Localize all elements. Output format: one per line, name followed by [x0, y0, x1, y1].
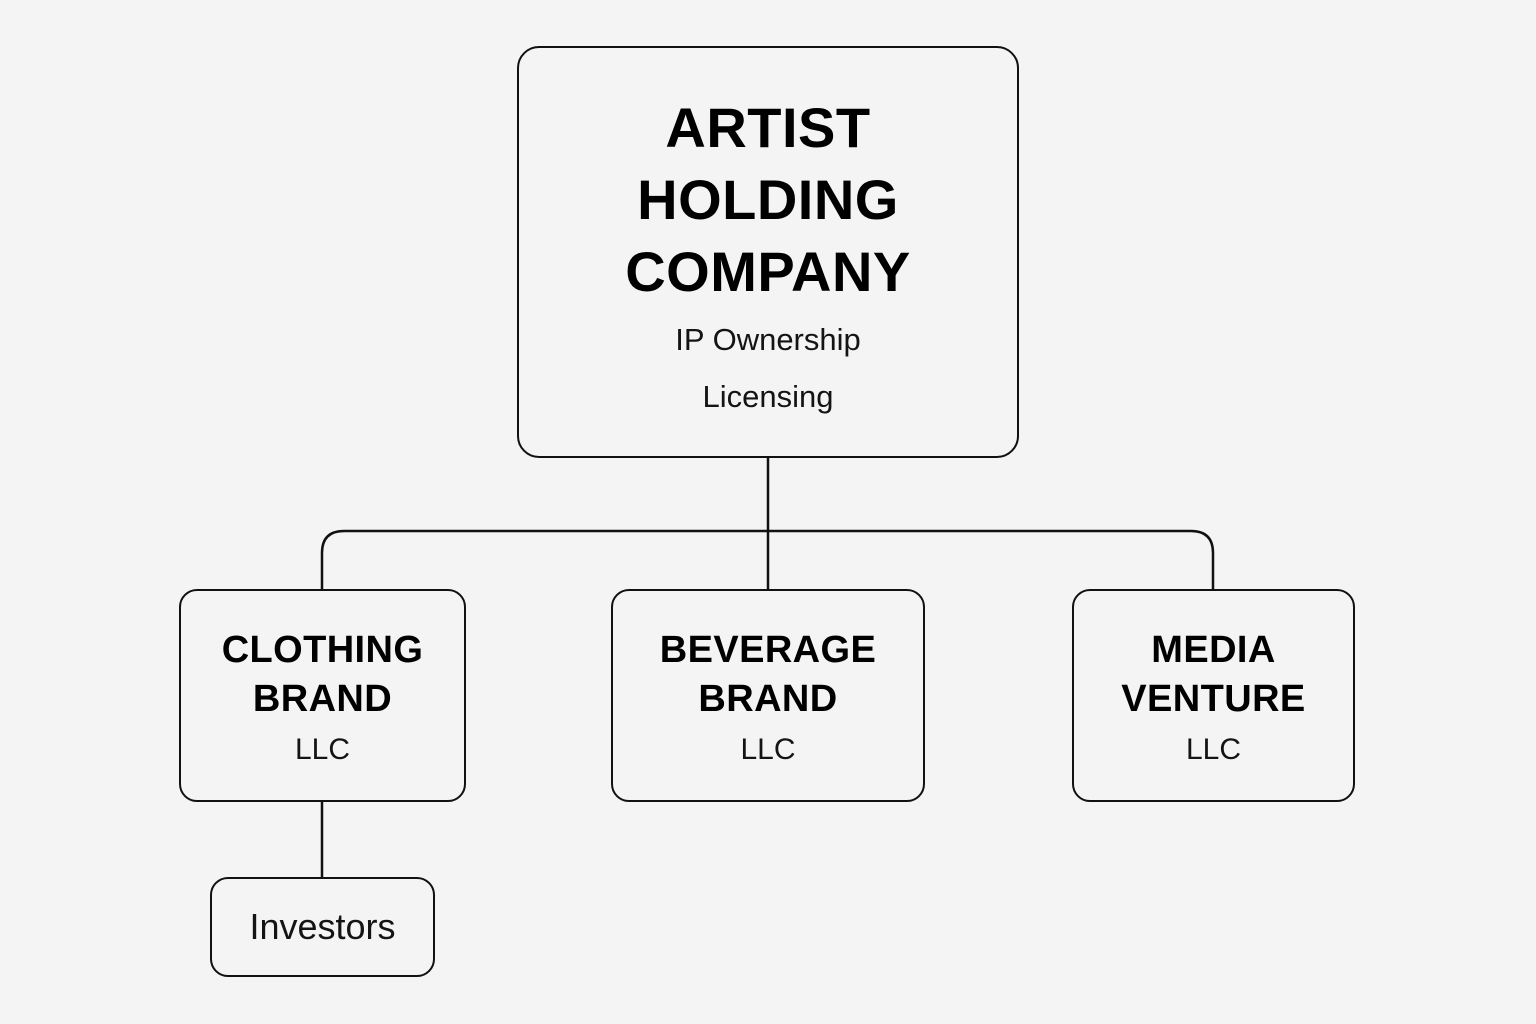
node-root-subtitle-ip-ownership: IP Ownership [675, 321, 861, 357]
node-clothing-title: CLOTHING BRAND [222, 626, 424, 723]
node-beverage-brand[interactable]: BEVERAGE BRAND LLC [611, 589, 925, 802]
node-clothing-title-line2: BRAND [252, 677, 393, 720]
node-media-title: MEDIA VENTURE [1121, 626, 1305, 723]
edge-root-to-clothing [320, 529, 768, 589]
node-clothing-subtitle-llc: LLC [294, 733, 351, 767]
node-beverage-title: BEVERAGE BRAND [660, 626, 876, 723]
node-clothing-title-line1: CLOTHING [221, 628, 424, 671]
node-investors-label: Investors [249, 906, 396, 947]
node-media-venture[interactable]: MEDIA VENTURE LLC [1072, 589, 1355, 802]
node-root-title-line2: HOLDING [637, 168, 899, 232]
node-beverage-title-line1: BEVERAGE [659, 628, 877, 671]
edge-root-to-media [768, 529, 1215, 589]
node-clothing-brand[interactable]: CLOTHING BRAND LLC [179, 589, 466, 802]
node-investors[interactable]: Investors [210, 877, 435, 977]
node-artist-holding-company[interactable]: ARTIST HOLDING COMPANY IP Ownership Lice… [517, 46, 1019, 458]
node-beverage-subtitle-llc: LLC [740, 733, 796, 767]
node-media-title-line2: VENTURE [1121, 677, 1306, 720]
node-root-title: ARTIST HOLDING COMPANY [625, 92, 911, 307]
node-beverage-title-line2: BRAND [698, 677, 838, 720]
node-root-subtitle-licensing: Licensing [702, 378, 834, 414]
node-root-title-line1: ARTIST [665, 96, 871, 160]
node-media-subtitle-llc: LLC [1185, 733, 1242, 767]
node-root-title-line3: COMPANY [625, 239, 911, 303]
node-media-title-line1: MEDIA [1151, 628, 1276, 671]
